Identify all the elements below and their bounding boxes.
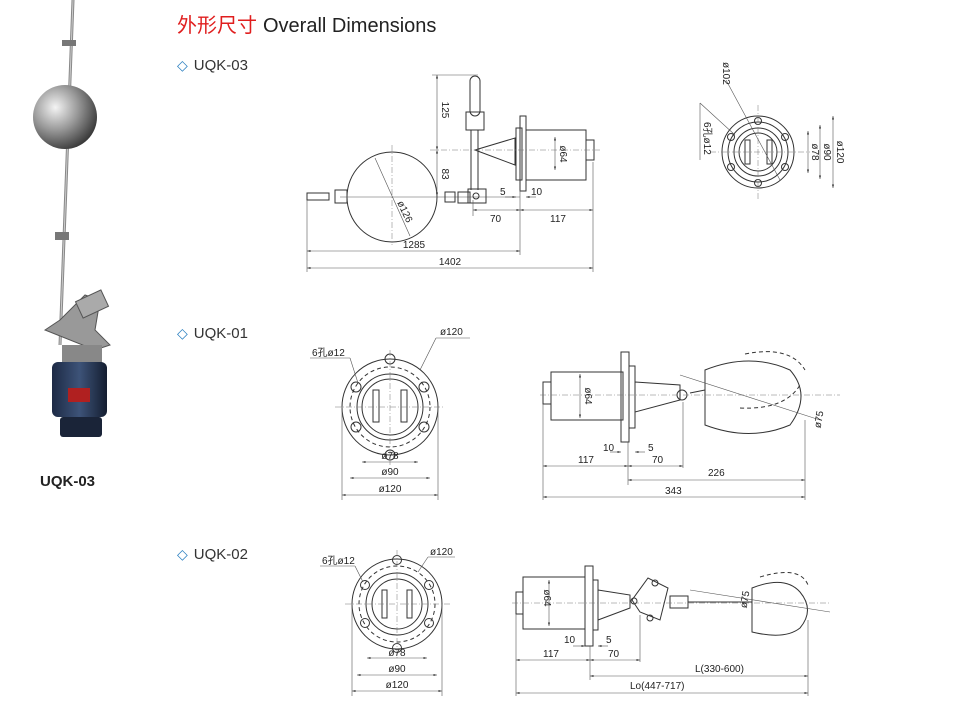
svg-text:ø90: ø90 bbox=[388, 664, 406, 675]
svg-text:5: 5 bbox=[500, 187, 506, 198]
svg-text:ø126: ø126 bbox=[394, 199, 414, 225]
svg-text:ø78: ø78 bbox=[388, 648, 406, 659]
svg-text:70: 70 bbox=[608, 649, 620, 660]
svg-text:ø102: ø102 bbox=[720, 62, 731, 85]
svg-text:ø78: ø78 bbox=[381, 451, 399, 462]
svg-text:Lo(447-717): Lo(447-717) bbox=[630, 681, 684, 692]
svg-text:70: 70 bbox=[490, 214, 502, 225]
svg-text:6孔ø12: 6孔ø12 bbox=[322, 555, 355, 567]
svg-text:117: 117 bbox=[543, 649, 559, 660]
svg-text:ø64: ø64 bbox=[541, 589, 552, 607]
svg-text:6孔ø12: 6孔ø12 bbox=[312, 347, 345, 359]
section-uqk-01: ◇UQK-01 6孔ø12 ø120 ø78 ø90 ø120 bbox=[177, 325, 840, 500]
uqk-03-flange-view: ø102 6孔ø12 ø78 ø90 ø120 bbox=[699, 62, 845, 200]
svg-text:10: 10 bbox=[531, 187, 543, 198]
uqk-02-side-view: ø64 ø75 10 5 117 70 L(330-600) Lo(447-71… bbox=[512, 565, 831, 696]
svg-text:ø120: ø120 bbox=[379, 484, 402, 495]
svg-text:ø75: ø75 bbox=[813, 410, 827, 429]
svg-text:117: 117 bbox=[578, 455, 594, 466]
svg-text:226: 226 bbox=[708, 468, 725, 479]
svg-text:343: 343 bbox=[665, 486, 682, 497]
svg-text:5: 5 bbox=[648, 443, 654, 454]
photo-label: UQK-03 bbox=[40, 473, 95, 490]
svg-text:70: 70 bbox=[652, 455, 664, 466]
uqk-01-flange-view: 6孔ø12 ø120 ø78 ø90 ø120 bbox=[310, 327, 470, 500]
svg-text:ø120: ø120 bbox=[440, 327, 463, 338]
svg-text:5: 5 bbox=[606, 635, 612, 646]
product-photo: UQK-03 bbox=[33, 0, 111, 490]
svg-text:ø90: ø90 bbox=[821, 143, 832, 161]
svg-text:ø120: ø120 bbox=[386, 680, 409, 691]
svg-text:ø90: ø90 bbox=[381, 467, 399, 478]
svg-text:ø64: ø64 bbox=[557, 145, 568, 163]
svg-text:ø75: ø75 bbox=[739, 590, 753, 609]
svg-text:ø64: ø64 bbox=[582, 387, 593, 405]
svg-text:10: 10 bbox=[603, 443, 615, 454]
uqk-03-side-view: 125 83 ø64 ø126 5 10 70 117 1285 1402 bbox=[306, 74, 600, 272]
section-uqk-02: ◇UQK-02 6孔ø12 ø120 ø78 ø90 ø120 bbox=[177, 546, 831, 696]
svg-text:ø120: ø120 bbox=[430, 547, 453, 558]
section-uqk-03: ◇UQK-03 125 83 ø64 bbox=[177, 57, 845, 272]
svg-text:◇UQK-01: ◇UQK-01 bbox=[177, 325, 248, 342]
svg-text:◇UQK-03: ◇UQK-03 bbox=[177, 57, 248, 74]
uqk-01-side-view: ø64 ø75 10 5 117 70 226 343 bbox=[540, 351, 840, 500]
svg-text:117: 117 bbox=[550, 214, 566, 225]
svg-text:6孔ø12: 6孔ø12 bbox=[701, 122, 713, 155]
svg-text:125: 125 bbox=[439, 102, 450, 119]
svg-text:10: 10 bbox=[564, 635, 576, 646]
svg-text:ø120: ø120 bbox=[834, 141, 845, 164]
svg-text:◇UQK-02: ◇UQK-02 bbox=[177, 546, 248, 563]
svg-text:ø78: ø78 bbox=[809, 143, 820, 161]
svg-text:83: 83 bbox=[439, 168, 450, 180]
svg-text:1285: 1285 bbox=[403, 240, 426, 251]
svg-text:1402: 1402 bbox=[439, 257, 462, 268]
uqk-02-flange-view: 6孔ø12 ø120 ø78 ø90 ø120 bbox=[320, 547, 455, 696]
svg-text:L(330-600): L(330-600) bbox=[695, 664, 744, 675]
